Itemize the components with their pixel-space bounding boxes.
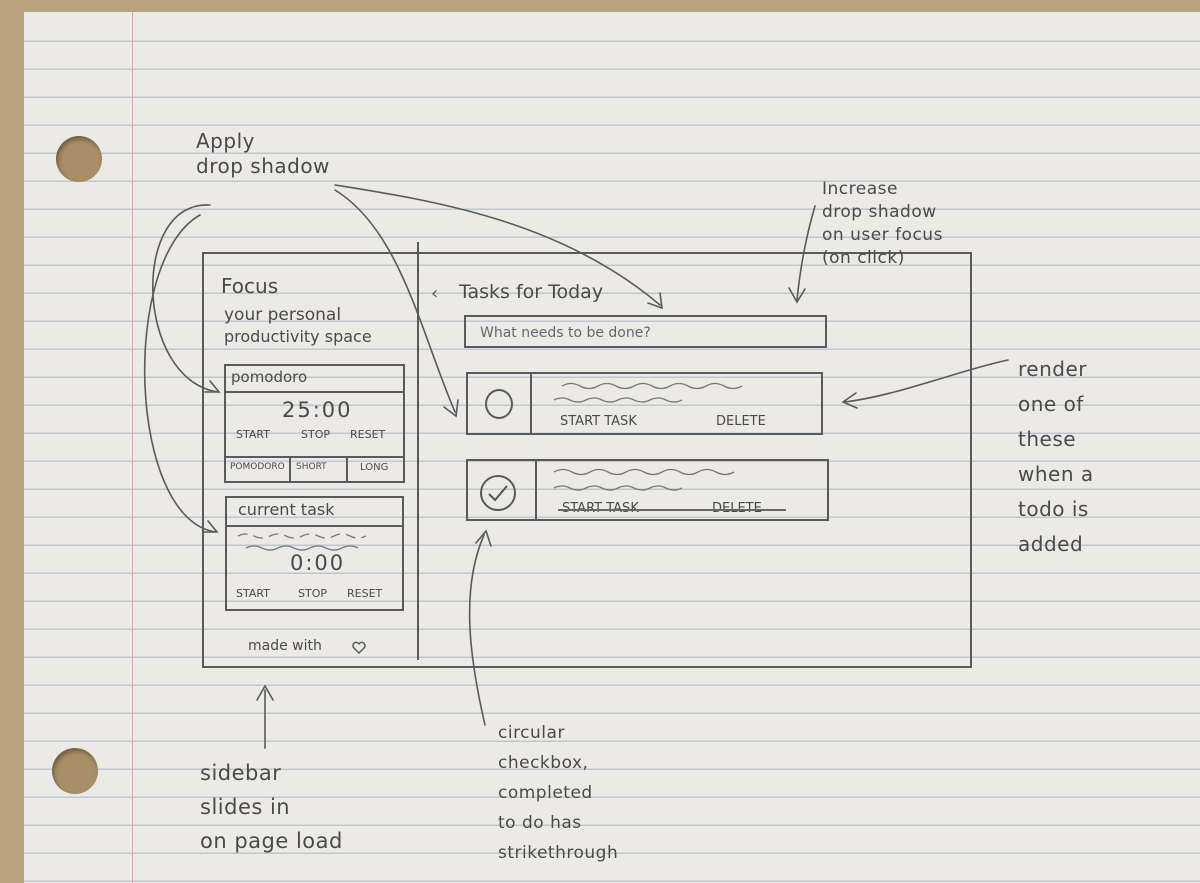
start-task-button[interactable]: START TASK [562, 501, 639, 516]
todo-text-placeholder [553, 382, 743, 403]
task-timer: 0:00 [290, 551, 346, 575]
pomodoro-timer: 25:00 [282, 398, 353, 422]
start-task-button[interactable]: START TASK [560, 414, 637, 429]
mode-long-button[interactable]: LONG [360, 462, 389, 473]
pomodoro-card [224, 364, 405, 483]
punch-hole [56, 136, 102, 182]
mode-short-button[interactable]: SHORT [296, 462, 327, 472]
pomodoro-header: pomodoro [231, 368, 308, 386]
task-stop-button[interactable]: STOP [298, 587, 327, 600]
tasks-heading: Tasks for Today [459, 281, 604, 303]
app-subtitle: your personal [224, 305, 342, 325]
current-task-card [225, 496, 404, 611]
task-text-placeholder [237, 533, 367, 551]
notebook-paper [24, 12, 1200, 883]
app-title: Focus [221, 274, 279, 298]
footer-text: made with [248, 638, 322, 654]
sidebar-divider [417, 242, 419, 660]
check-icon [488, 485, 508, 502]
todo-checkbox[interactable] [485, 389, 513, 419]
strikethrough-line [558, 509, 786, 511]
task-start-button[interactable]: START [236, 587, 270, 600]
app-frame [202, 252, 972, 668]
delete-button[interactable]: DELETE [712, 501, 762, 516]
mode-pomodoro-button[interactable]: POMODORO [230, 462, 285, 472]
delete-button[interactable]: DELETE [716, 414, 766, 429]
pomodoro-start-button[interactable]: START [236, 428, 270, 441]
pomodoro-reset-button[interactable]: RESET [350, 428, 386, 441]
todo-text-placeholder-struck [553, 468, 735, 491]
current-task-header: current task [238, 500, 335, 519]
margin-line [132, 12, 133, 883]
pomodoro-stop-button[interactable]: STOP [301, 428, 330, 441]
collapse-chevron-icon[interactable]: ‹ [431, 283, 439, 304]
todo-checkbox-checked[interactable] [480, 475, 516, 511]
annotation-increase-shadow: Increase drop shadow on user focus (on c… [822, 179, 943, 268]
app-subtitle: productivity space [224, 327, 372, 346]
annotation-sidebar: sidebar slides in on page load [200, 761, 343, 853]
annotation-apply-shadow: Apply drop shadow [196, 129, 330, 178]
new-todo-input[interactable] [464, 315, 827, 348]
todo-item [466, 372, 823, 435]
new-todo-placeholder: What needs to be done? [480, 325, 651, 341]
task-reset-button[interactable]: RESET [347, 587, 383, 600]
annotation-render: render one of these when a todo is added [1018, 357, 1094, 556]
heart-icon [352, 641, 366, 654]
punch-hole [52, 748, 98, 794]
annotation-checkbox: circular checkbox, completed to do has s… [498, 723, 619, 863]
todo-item-completed [466, 459, 829, 521]
